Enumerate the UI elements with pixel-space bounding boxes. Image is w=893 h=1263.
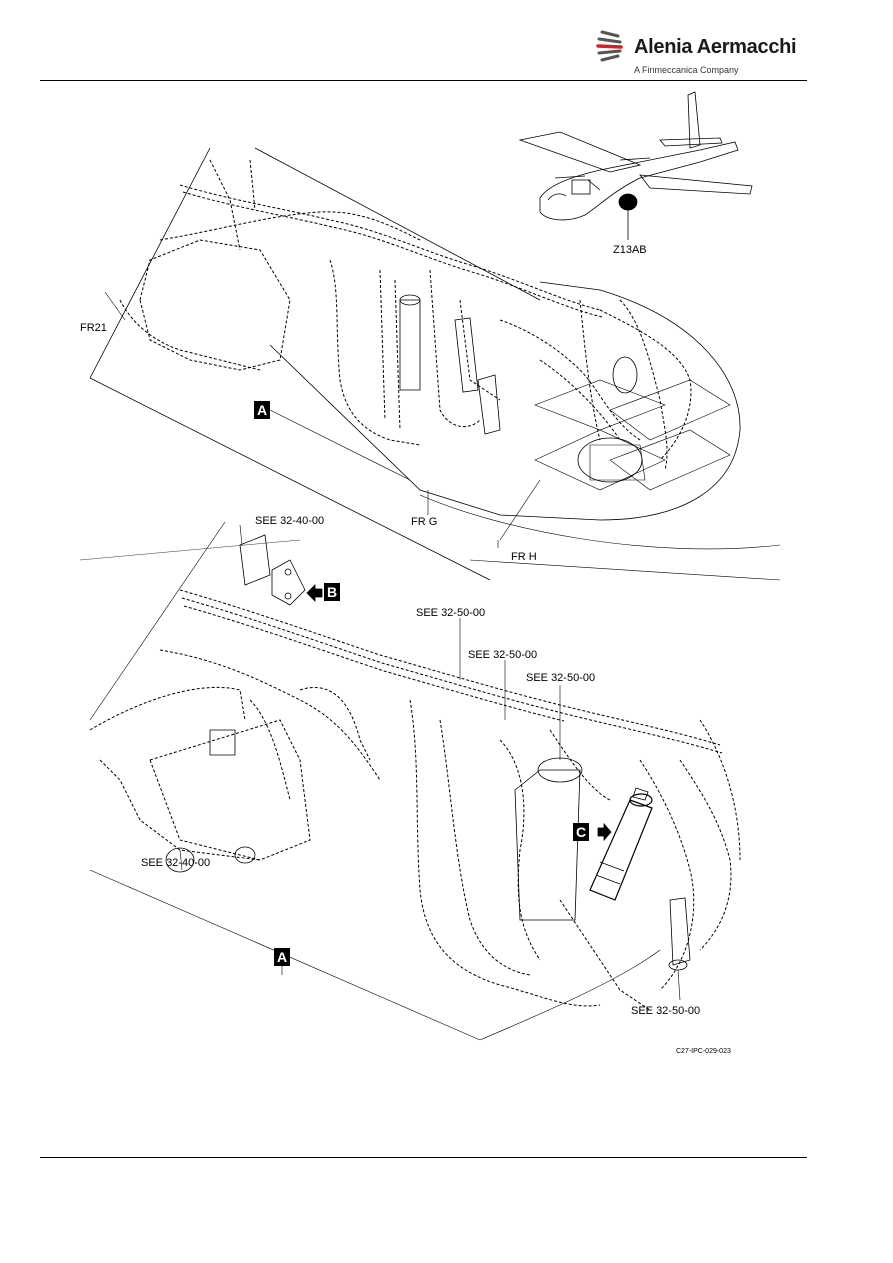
ref-label: SEE 32-40-00	[255, 515, 325, 527]
ref-label: SEE 32-50-00	[468, 649, 538, 661]
header-rule	[40, 80, 807, 81]
ref-label: SEE 32-50-00	[416, 607, 486, 619]
logo-mark-icon	[596, 30, 623, 62]
zone-label: Z13AB	[613, 244, 647, 256]
ref-label: SEE 32-50-00	[526, 672, 596, 684]
callout-c: C	[573, 823, 589, 841]
callout-a-bottom: A	[274, 948, 290, 966]
callout-b: B	[324, 583, 340, 601]
callout-a-top: A	[254, 401, 270, 419]
footer-rule	[40, 1157, 807, 1158]
frame-label-frg: FR G	[411, 516, 438, 528]
detail-view-a	[79, 521, 741, 1041]
ref-label: SEE 32-50-00	[631, 1005, 701, 1017]
frame-label-fr21: FR21	[80, 322, 107, 334]
frame-label-frh: FR H	[511, 551, 537, 563]
brand-name: Alenia Aermacchi	[634, 36, 797, 58]
aircraft-locator-icon	[518, 91, 753, 240]
figure-id: C27-IPC-029-023	[676, 1048, 731, 1055]
brand-subtitle: A Finmeccanica Company	[634, 65, 739, 75]
top-assembly-view	[89, 147, 781, 581]
ref-label: SEE 32-40-00	[141, 857, 211, 869]
brand-logo: Alenia Aermacchi A Finmeccanica Company	[596, 24, 797, 80]
